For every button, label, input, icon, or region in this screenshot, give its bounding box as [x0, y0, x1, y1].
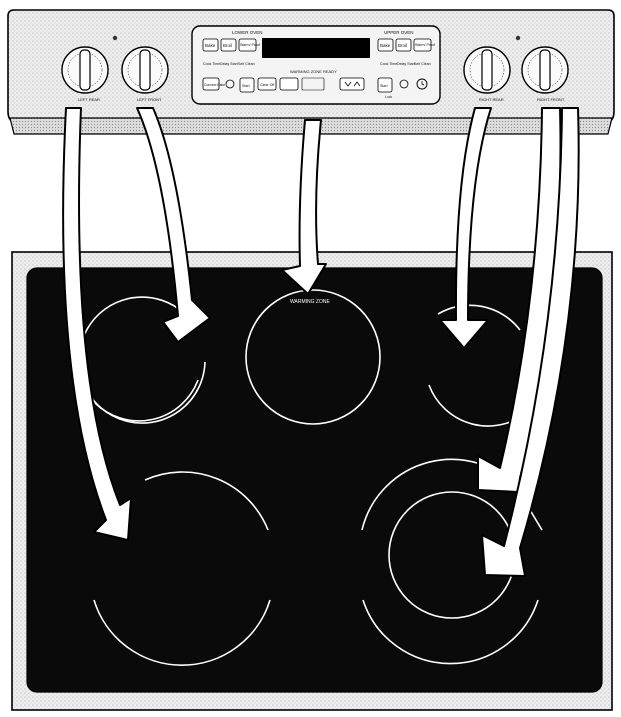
right-warm-proof-label: Warm/ Proof — [415, 43, 435, 47]
right-start-button[interactable] — [377, 77, 393, 93]
convect-bake-label: Convect Bake — [204, 83, 225, 87]
left-broil-button[interactable] — [220, 38, 237, 52]
right-self-clean-label[interactable]: Self Clean — [414, 62, 431, 66]
up-arrow-icon — [353, 81, 361, 87]
left-cook-time-label[interactable]: Cook Time — [203, 62, 220, 66]
left-warm-proof-label: Warm/ Proof — [240, 43, 260, 47]
indicator-arrows — [62, 107, 580, 577]
knob-right-front-label: RIGHT FRONT — [537, 97, 565, 102]
arrow-left-rear-knob — [62, 107, 132, 541]
right-bake-button[interactable] — [377, 38, 394, 52]
digital-display — [262, 38, 370, 58]
right-broil-button[interactable] — [395, 38, 412, 52]
arrow-left-front-knob — [136, 107, 211, 343]
knob-left-rear-label: LEFT REAR — [78, 97, 100, 102]
right-cook-time-label[interactable]: Cook Time — [380, 62, 397, 66]
knob-left-front[interactable]: LEFT FRONT — [121, 46, 169, 102]
knob-left-rear[interactable]: LEFT REAR — [61, 46, 109, 102]
right-delay-start-label[interactable]: Delay Start — [397, 62, 415, 66]
timer-clock-hands — [421, 81, 425, 86]
arrow-warming-zone — [281, 119, 327, 295]
arrow-right-front-knob-inner — [481, 107, 580, 577]
light-bulb-icon[interactable] — [225, 79, 235, 89]
left-oven-buttons: Bake Broil Warm/ Proof — [202, 38, 260, 52]
burner-left-front — [93, 471, 271, 666]
warming-zone: WARMING ZONE — [245, 289, 381, 425]
left-bake-label: Bake — [205, 43, 216, 48]
knob-left-front-label: LEFT FRONT — [137, 97, 162, 102]
right-bake-label: Bake — [380, 43, 391, 48]
indicator-light-right — [515, 35, 521, 41]
down-arrow-icon — [344, 81, 352, 87]
left-warm-proof-button[interactable] — [238, 38, 257, 52]
right-oven-buttons: Bake Broil Warm/ Proof — [377, 38, 435, 52]
control-panel: LOWER OVEN UPPER OVEN Bake Broil Warm/ P… — [7, 9, 615, 135]
right-warm-proof-button[interactable] — [413, 38, 432, 52]
warming-zone-ready-label: WARMING ZONE READY — [290, 69, 337, 74]
knob-right-rear[interactable]: RIGHT REAR — [463, 46, 511, 102]
convect-bake-button[interactable] — [202, 77, 220, 91]
left-bake-button[interactable] — [202, 38, 219, 52]
indicator-light-left — [112, 35, 118, 41]
right-start-label: Start — [380, 84, 388, 88]
arrow-right-rear-knob — [439, 107, 492, 349]
left-clear-off-label: Clear Off — [260, 83, 274, 87]
lock-label: Lock — [385, 95, 392, 99]
lower-oven-label: LOWER OVEN — [232, 30, 263, 35]
left-broil-label: Broil — [223, 43, 232, 48]
warming-zone-controls[interactable] — [301, 77, 325, 91]
knob-right-rear-label: RIGHT REAR — [479, 97, 504, 102]
left-start-label: Start — [242, 84, 250, 88]
left-delay-start-label[interactable]: Delay Start — [220, 62, 238, 66]
upper-oven-label: UPPER OVEN — [384, 30, 414, 35]
left-clear-off-button[interactable] — [257, 77, 277, 91]
timer-clock-icon[interactable] — [416, 78, 428, 90]
left-start-button[interactable] — [239, 77, 255, 93]
up-down-arrows-button[interactable] — [339, 77, 365, 91]
knob-right-front[interactable]: RIGHT FRONT — [521, 46, 569, 102]
warming-zone-label: WARMING ZONE — [290, 299, 330, 305]
oven-light-icon[interactable] — [399, 79, 409, 89]
left-self-clean-label[interactable]: Self Clean — [238, 62, 255, 66]
right-broil-label: Broil — [398, 43, 407, 48]
convect-roast-button[interactable] — [279, 77, 299, 91]
